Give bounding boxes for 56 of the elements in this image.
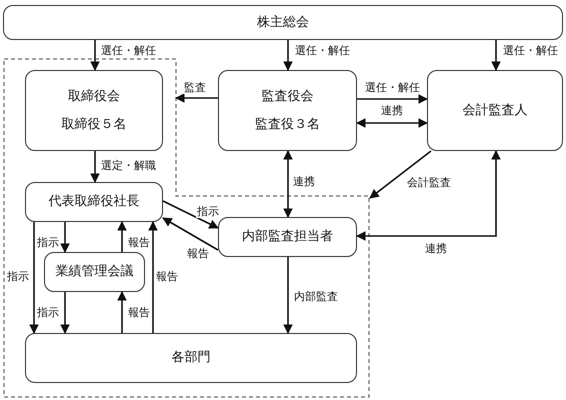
arrow [117, 221, 127, 252]
node-text: 各部門 [172, 350, 210, 366]
process-box [218, 70, 357, 151]
arrow [369, 150, 432, 199]
arrow [60, 292, 70, 334]
edge-label: 連携 [292, 175, 316, 188]
node-text: 業績管理会議 [56, 264, 134, 280]
edge-label: 報告 [127, 236, 151, 250]
arrow [162, 217, 218, 251]
arrow [90, 151, 100, 183]
arrow [117, 291, 127, 333]
arrow [60, 222, 70, 253]
node-text: 取締役５名 [62, 116, 126, 132]
edge-label: 連携 [424, 242, 448, 256]
arrow [283, 40, 293, 71]
arrow [29, 222, 39, 334]
node-text: 内部監査担当者 [242, 229, 333, 245]
node-text: 取締役会 [68, 88, 120, 104]
edge-label: 報告 [186, 247, 210, 260]
process-box [3, 5, 563, 40]
node-text: 監査役３名 [255, 116, 320, 132]
edge-label: 選任・解任 [294, 44, 351, 58]
edge-label: 指示 [6, 270, 30, 284]
arrow [148, 221, 158, 333]
edge-label: 選任・解任 [502, 44, 559, 58]
arrow [491, 40, 501, 71]
process-box [25, 70, 163, 151]
node-text: 代表取締役社長 [48, 194, 140, 210]
arrow [356, 150, 501, 241]
node-text: 株主総会 [257, 14, 309, 30]
edge-label: 報告 [127, 306, 151, 320]
edge-label: 指示 [36, 306, 60, 320]
arrow [283, 150, 293, 218]
node-text: 会計監査人 [462, 102, 528, 118]
edge-label: 選任・解任 [364, 81, 421, 94]
arrow [357, 94, 428, 104]
process-box [427, 70, 563, 151]
edge-label: 選定・解職 [100, 159, 157, 172]
node-text: 監査役会 [262, 88, 314, 104]
process-box [25, 333, 357, 383]
edge-label: 選任・解任 [100, 44, 157, 58]
edge-label: 指示 [36, 236, 60, 250]
edge-label: 指示 [196, 205, 220, 218]
arrow [162, 200, 219, 229]
edge-label: 会計監査 [406, 176, 452, 190]
arrow [90, 40, 100, 71]
arrow [175, 93, 218, 103]
edge-label: 報告 [155, 270, 179, 284]
edge-label: 監査 [183, 81, 207, 94]
arrow [356, 118, 428, 128]
process-box [25, 182, 163, 222]
process-box [44, 252, 145, 292]
edge-label: 内部監査 [293, 290, 339, 304]
edge-label: 連携 [380, 104, 404, 118]
arrow [283, 257, 293, 334]
process-box [218, 217, 357, 257]
